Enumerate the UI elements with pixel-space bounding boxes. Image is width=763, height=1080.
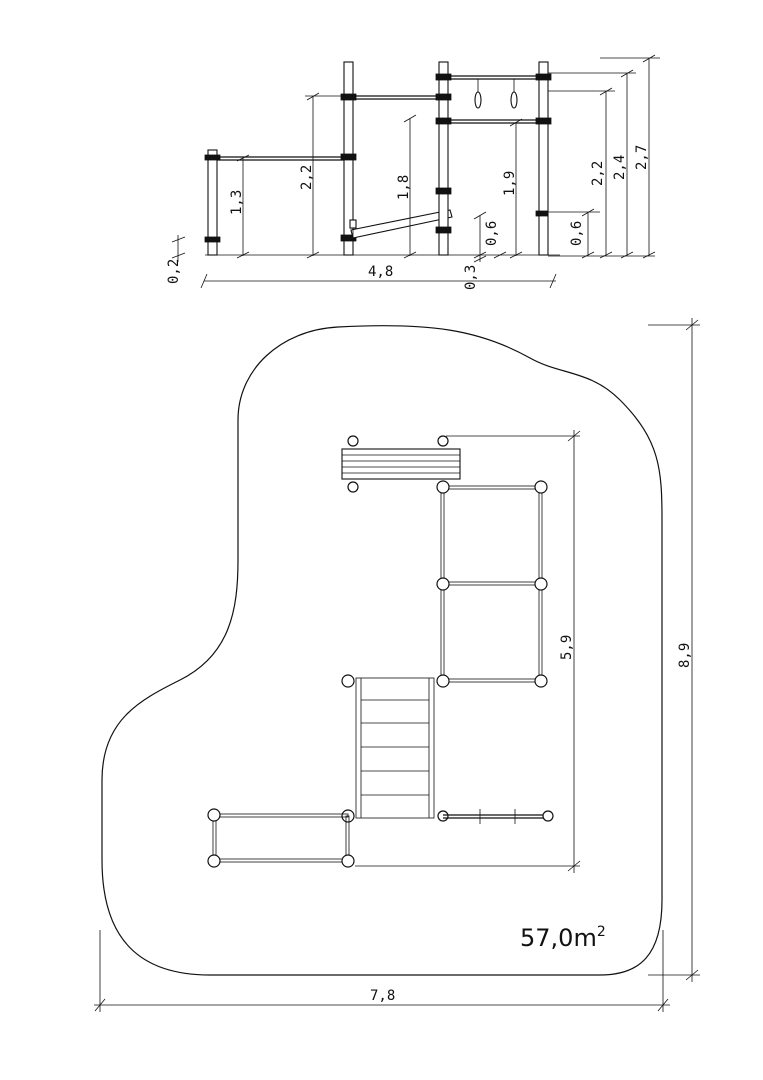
dim-5-9: 5,9 — [559, 635, 575, 660]
low-bar-frame — [207, 808, 355, 868]
post-right — [538, 61, 549, 256]
safety-area-outline — [101, 325, 663, 976]
rings-bar — [443, 809, 554, 824]
post-middle-right — [438, 61, 449, 256]
dim-2-7: 2,7 — [634, 145, 650, 170]
dim-0-2: 0,2 — [166, 259, 182, 284]
dim-0-3: 0,3 — [463, 265, 479, 290]
dim-4-8: 4,8 — [368, 264, 393, 280]
dim-0-6-right: 0,6 — [569, 221, 585, 246]
situp-bench — [349, 209, 453, 250]
area-label: 57,0m2 — [520, 924, 606, 952]
dim-2-2-right: 2,2 — [590, 161, 606, 186]
horizontal-ladder — [341, 674, 449, 823]
dim-7-8: 7,8 — [370, 988, 395, 1004]
dim-2-2-left: 2,2 — [299, 165, 315, 190]
dim-1-3: 1,3 — [229, 190, 245, 215]
upper-frame — [436, 435, 548, 688]
dim-2-4: 2,4 — [612, 155, 628, 180]
hanging-rings — [474, 79, 518, 109]
bench — [341, 435, 461, 493]
plan-view: 5,9 8,9 7,8 57,0m2 — [94, 318, 700, 1012]
elevation-view: 0,2 1,3 2,2 1,8 0,6 0,3 1,9 4,8 — [166, 54, 660, 290]
dim-1-8: 1,8 — [396, 175, 412, 200]
dim-1-9: 1,9 — [502, 171, 518, 196]
dim-8-9: 8,9 — [677, 643, 693, 668]
post-low-left — [207, 149, 218, 256]
area-exponent: 2 — [597, 924, 606, 940]
dim-0-6-left: 0,6 — [484, 221, 500, 246]
area-value: 57,0m — [520, 924, 597, 952]
